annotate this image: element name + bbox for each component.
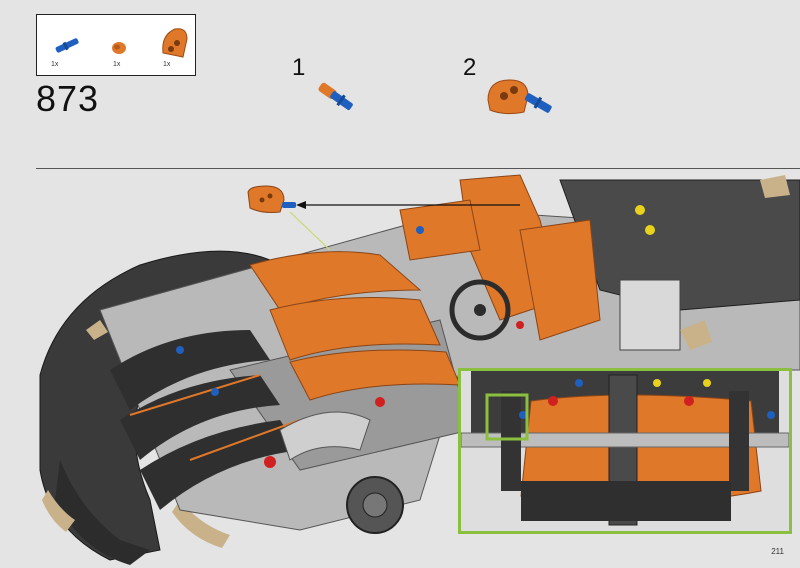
substep-1-label: 1 xyxy=(292,54,306,81)
inset-rear-detail-illustration xyxy=(461,371,789,531)
blue-axle-pin-icon xyxy=(55,38,79,53)
step-divider xyxy=(36,168,800,169)
substep-2-label: 2 xyxy=(463,54,477,81)
orange-bush-icon xyxy=(112,42,126,54)
parts-qty: 1x xyxy=(163,61,171,68)
substep-2-assembly-icon xyxy=(487,79,552,115)
parts-list-box: 1x 1x 1x xyxy=(36,14,196,76)
parts-qty: 1x xyxy=(51,61,59,68)
page-number: 211 xyxy=(771,547,784,556)
step-number: 873 xyxy=(36,78,100,119)
substep-1-assembly-icon xyxy=(318,82,353,110)
car-chassis-illustration xyxy=(39,174,800,565)
detail-inset xyxy=(458,368,792,534)
parts-qty: 1x xyxy=(113,61,121,68)
orange-curved-panel-icon xyxy=(162,28,188,58)
